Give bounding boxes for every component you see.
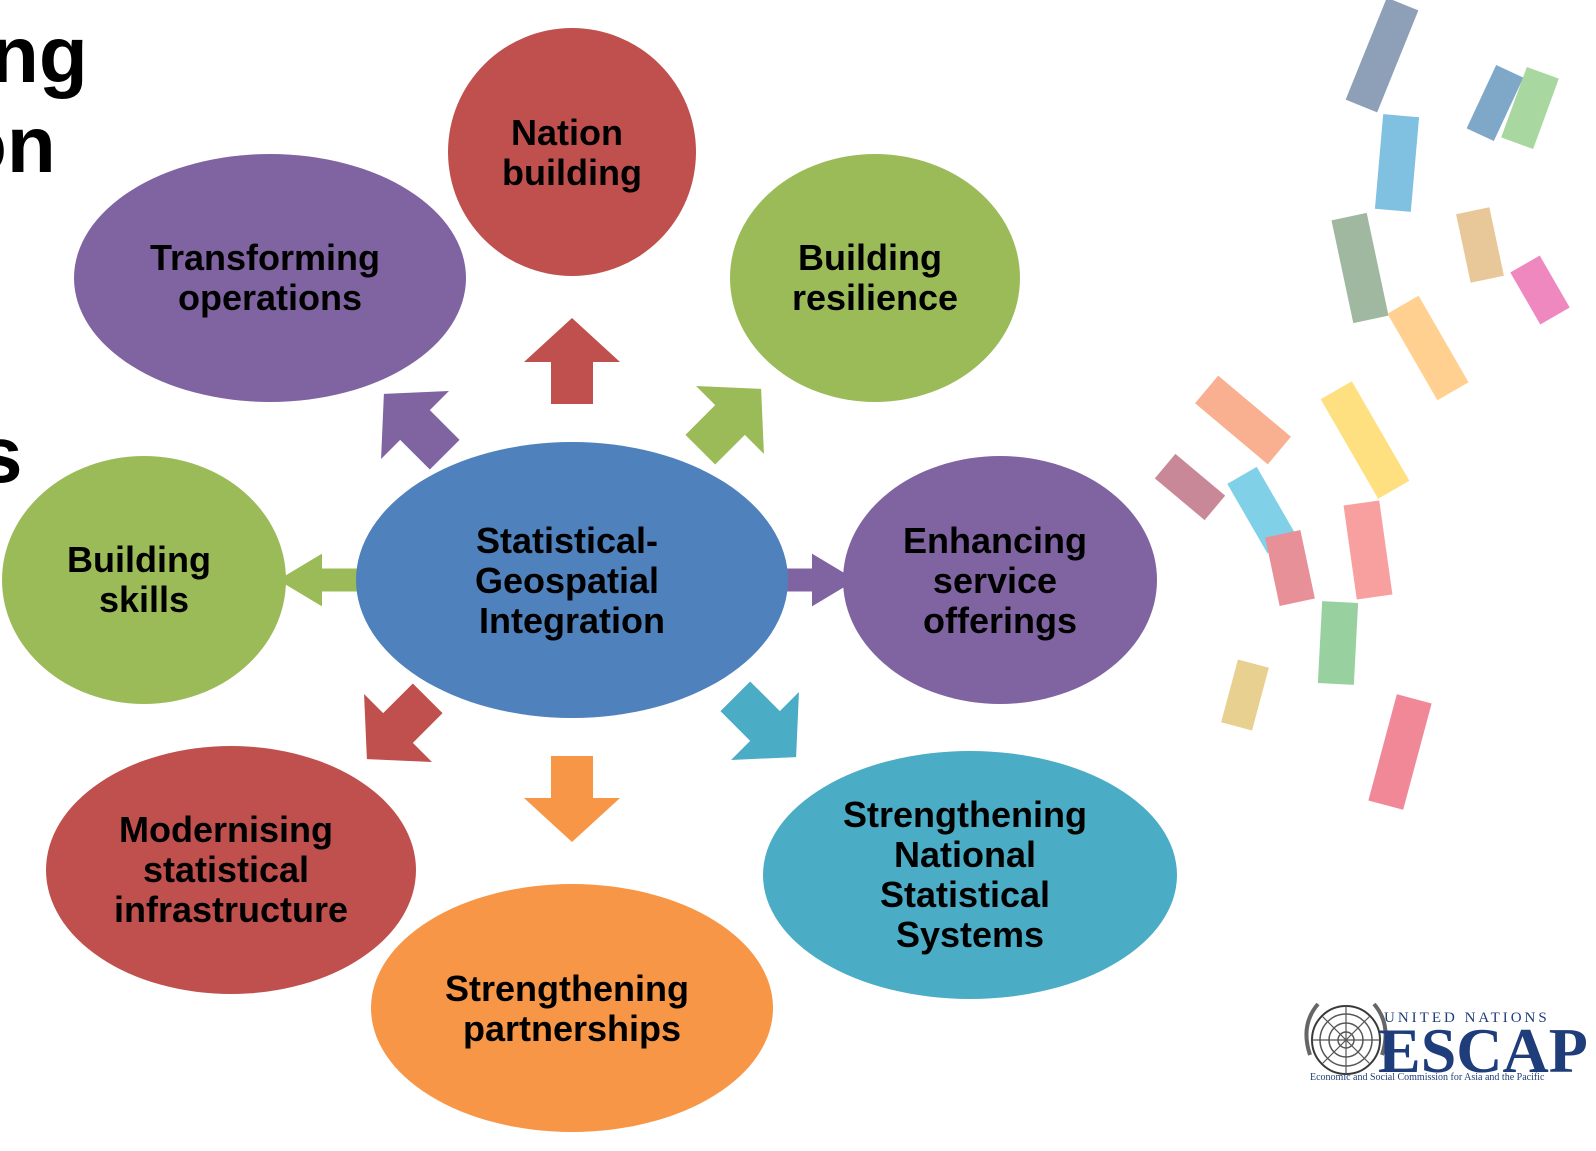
node-strengthening-nss: Strengthening National Statistical Syste… [763,751,1177,999]
un-emblem-icon [1304,1002,1388,1075]
node-label-line: Strengthening [843,794,1087,835]
node-label-line: National [894,834,1036,875]
node-label-line: infrastructure [114,889,348,930]
node-label-line: service [933,560,1057,601]
node-label-line: operations [178,277,362,318]
node-label-line: building [502,152,642,193]
node-label-line: Building [67,539,211,580]
colored-arc-segments [1154,0,1570,810]
node-label-line: Modernising [119,809,333,850]
logo-caption: Economic and Social Commission for Asia … [1310,1072,1545,1083]
node-label: Building skills [67,539,221,620]
arrow-to-strengthening-nss [720,681,799,760]
node-strengthening-partnerships: Strengthening partnerships [371,884,773,1132]
arc-segment [1368,694,1432,810]
node-label: Strengthening National Statistical Syste… [843,794,1097,955]
node-transforming-operations: Transforming operations [74,154,466,402]
arc-segment [1466,64,1524,142]
center-label-line: Geospatial [475,560,659,601]
arrow-to-enhancing-service-offerings [770,553,856,607]
arc-segment [1265,530,1315,606]
arrow-to-modernising-infrastructure [364,683,443,762]
node-label-line: statistical [143,849,309,890]
arrow-to-building-resilience [685,386,764,465]
center-node: Statistical- Geospatial Integration [356,442,788,718]
slide-title-fragments: ng on s [0,10,88,499]
node-label-line: Nation [511,112,623,153]
node-ellipse [448,28,696,276]
arc-segment [1221,659,1269,731]
node-label-line: Building [798,237,942,278]
node-label-line: resilience [792,277,958,318]
node-label-line: skills [99,579,189,620]
arc-segment [1317,601,1359,685]
node-nation-building: Nation building [448,28,696,276]
node-ellipse [763,751,1177,999]
center-label-line: Integration [479,600,665,641]
center-label-line: Statistical- [476,520,658,561]
node-label: Strengthening partnerships [445,968,699,1049]
logo-top-text: UNITED NATIONS [1384,1010,1550,1026]
logo-main-text: ESCAP [1378,1015,1588,1086]
node-ellipse [730,154,1020,402]
node-building-resilience: Building resilience [730,154,1020,402]
node-label-line: Strengthening [445,968,689,1009]
arrow-to-building-skills [278,553,364,607]
escap-logo: UNITED NATIONS ESCAP Economic and Social… [1304,1002,1588,1086]
arc-segment [1374,114,1420,212]
arrow-to-transforming-operations [381,391,460,470]
node-label-line: Transforming [150,237,380,278]
arc-segment [1456,207,1504,283]
arc-segment [1320,381,1410,499]
arc-segment [1345,0,1419,113]
node-ellipse [74,154,466,402]
center-label: Statistical- Geospatial Integration [475,520,669,641]
node-label-line: Systems [896,914,1044,955]
center-ellipse [356,442,788,718]
arc-segment [1227,466,1297,554]
title-fragment-2: on [0,100,56,189]
node-building-skills: Building skills [2,456,286,704]
node-ellipse [843,456,1157,704]
arc-segment [1343,500,1393,600]
node-label-line: offerings [923,600,1077,641]
title-fragment-3: s [0,410,23,499]
node-label-line: Enhancing [903,520,1087,561]
node-label: Building resilience [792,237,958,318]
title-fragment-1: ng [0,10,88,99]
arc-segment [1387,295,1469,401]
node-label-line: Statistical [880,874,1050,915]
arc-segment [1501,66,1559,150]
arc-segment [1195,375,1291,465]
node-label: Transforming operations [150,237,390,318]
node-label: Modernising statistical infrastructure [114,809,348,930]
arrow-to-strengthening-partnerships [524,756,620,842]
node-label: Nation building [502,112,642,193]
arc-segment [1331,212,1389,324]
node-label-line: partnerships [463,1008,681,1049]
connector-arrows [278,318,856,842]
node-ellipse [46,746,416,994]
node-enhancing-service-offerings: Enhancing service offerings [843,456,1157,704]
arrow-to-nation-building [524,318,620,404]
arc-segment [1510,255,1570,325]
arc-segment [1154,453,1226,521]
node-modernising-infrastructure: Modernising statistical infrastructure [46,746,416,994]
node-label: Enhancing service offerings [903,520,1097,641]
node-ellipse [2,456,286,704]
node-ellipse [371,884,773,1132]
